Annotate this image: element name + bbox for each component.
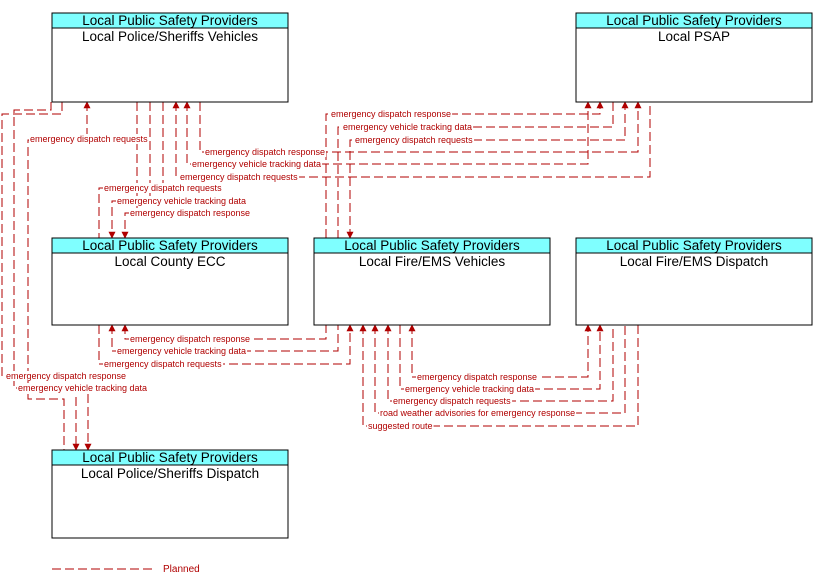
label-pv-ecc-requests: emergency dispatch requests [104, 183, 222, 193]
element-name: Local Police/Sheriffs Dispatch [81, 466, 259, 481]
label-pv-pd-response: emergency dispatch response [6, 371, 126, 381]
legend: Planned [52, 564, 200, 575]
flow-ecc-fev-response [121, 324, 327, 340]
element-name: Local County ECC [114, 254, 225, 269]
element-name: Local Fire/EMS Vehicles [359, 254, 506, 269]
label-pv-pd-tracking: emergency vehicle tracking data [18, 383, 147, 393]
flow-pv-psap-response [199, 101, 642, 153]
label-ecc-fev-requests: emergency dispatch requests [104, 359, 222, 369]
label-fev-fed-requests: emergency dispatch requests [393, 396, 511, 406]
label-fed-fev-route: suggested route [368, 421, 433, 431]
label-pv-psap-response: emergency dispatch response [205, 147, 325, 157]
flow-pv-psap-tracking [183, 101, 592, 165]
label-fev-psap-requests: emergency dispatch requests [355, 135, 473, 145]
element-name: Local Fire/EMS Dispatch [620, 254, 769, 269]
element-fire-ems-dispatch[interactable]: Local Public Safety Providers Local Fire… [575, 237, 813, 326]
element-name: Local PSAP [658, 29, 730, 44]
label-psap-fev-response: emergency dispatch response [331, 109, 451, 119]
label-fev-fed-response: emergency dispatch response [417, 372, 537, 382]
flow-pv-psap-requests [172, 101, 651, 178]
label-pv-ecc-response: emergency dispatch response [130, 208, 250, 218]
element-fire-ems-vehicles[interactable]: Local Public Safety Providers Local Fire… [313, 237, 551, 326]
label-pv-ecc-tracking: emergency vehicle tracking data [117, 196, 246, 206]
flow-fev-fed-response [408, 324, 592, 378]
flow-ecc-fev-requests [98, 324, 354, 365]
owner-label: Local Public Safety Providers [82, 13, 258, 28]
label-pv-pd-requests: emergency dispatch requests [30, 134, 148, 144]
owner-label: Local Public Safety Providers [82, 238, 258, 253]
flow-pv-pd-tracking [13, 102, 92, 451]
label-ecc-fev-response: emergency dispatch response [130, 334, 250, 344]
legend-planned-label: Planned [163, 564, 200, 575]
label-pv-psap-tracking: emergency vehicle tracking data [192, 159, 321, 169]
element-psap[interactable]: Local Public Safety Providers Local PSAP [575, 12, 813, 103]
flow-labels: emergency dispatch response emergency ve… [5, 109, 577, 431]
element-name: Local Police/Sheriffs Vehicles [82, 29, 258, 44]
owner-label: Local Public Safety Providers [606, 238, 782, 253]
element-police-dispatch[interactable]: Local Public Safety Providers Local Poli… [51, 449, 289, 539]
flow-fev-psap-requests [346, 101, 629, 239]
owner-label: Local Public Safety Providers [82, 450, 258, 465]
element-police-vehicles[interactable]: Local Public Safety Providers Local Poli… [51, 12, 289, 103]
label-ecc-fev-tracking: emergency vehicle tracking data [117, 346, 246, 356]
flow-pv-pd-requests [27, 102, 88, 450]
flow-fed-fev-route [359, 324, 639, 427]
label-pv-psap-requests: emergency dispatch requests [180, 172, 298, 182]
label-fev-fed-tracking: emergency vehicle tracking data [405, 384, 534, 394]
owner-label: Local Public Safety Providers [606, 13, 782, 28]
label-fev-psap-tracking: emergency vehicle tracking data [343, 122, 472, 132]
owner-label: Local Public Safety Providers [344, 238, 520, 253]
label-fed-fev-weather: road weather advisories for emergency re… [380, 408, 575, 418]
element-county-ecc[interactable]: Local Public Safety Providers Local Coun… [51, 237, 289, 326]
